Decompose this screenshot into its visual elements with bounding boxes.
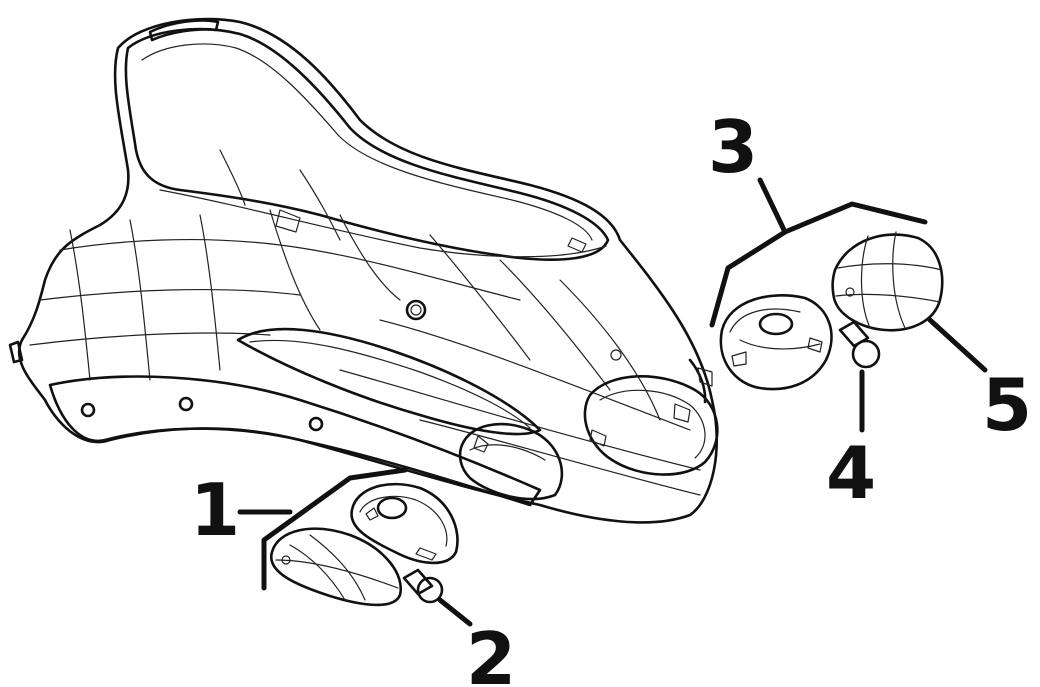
- leader-lines: [237, 177, 988, 627]
- leader-1-bracket: [261, 467, 408, 591]
- callout-1: 1: [190, 468, 240, 552]
- callout-4: 4: [826, 431, 876, 515]
- callout-5: 5: [982, 363, 1032, 447]
- left-signal-base: [350, 482, 459, 565]
- callouts: 1 2 3 4 5: [190, 105, 1032, 687]
- leader-2: [437, 597, 473, 627]
- callout-2: 2: [466, 617, 516, 687]
- leader-5: [927, 317, 988, 373]
- right-signal-base: [719, 294, 833, 391]
- front-fairing: [8, 17, 719, 524]
- right-signal-lens: [831, 231, 944, 332]
- callout-3: 3: [708, 105, 758, 189]
- right-signal-bulb: [838, 320, 881, 369]
- leader-3: [709, 201, 928, 328]
- left-signal-bulb: [402, 568, 444, 604]
- leader-3-bracket: [757, 177, 788, 235]
- left-signal-lens: [269, 527, 403, 607]
